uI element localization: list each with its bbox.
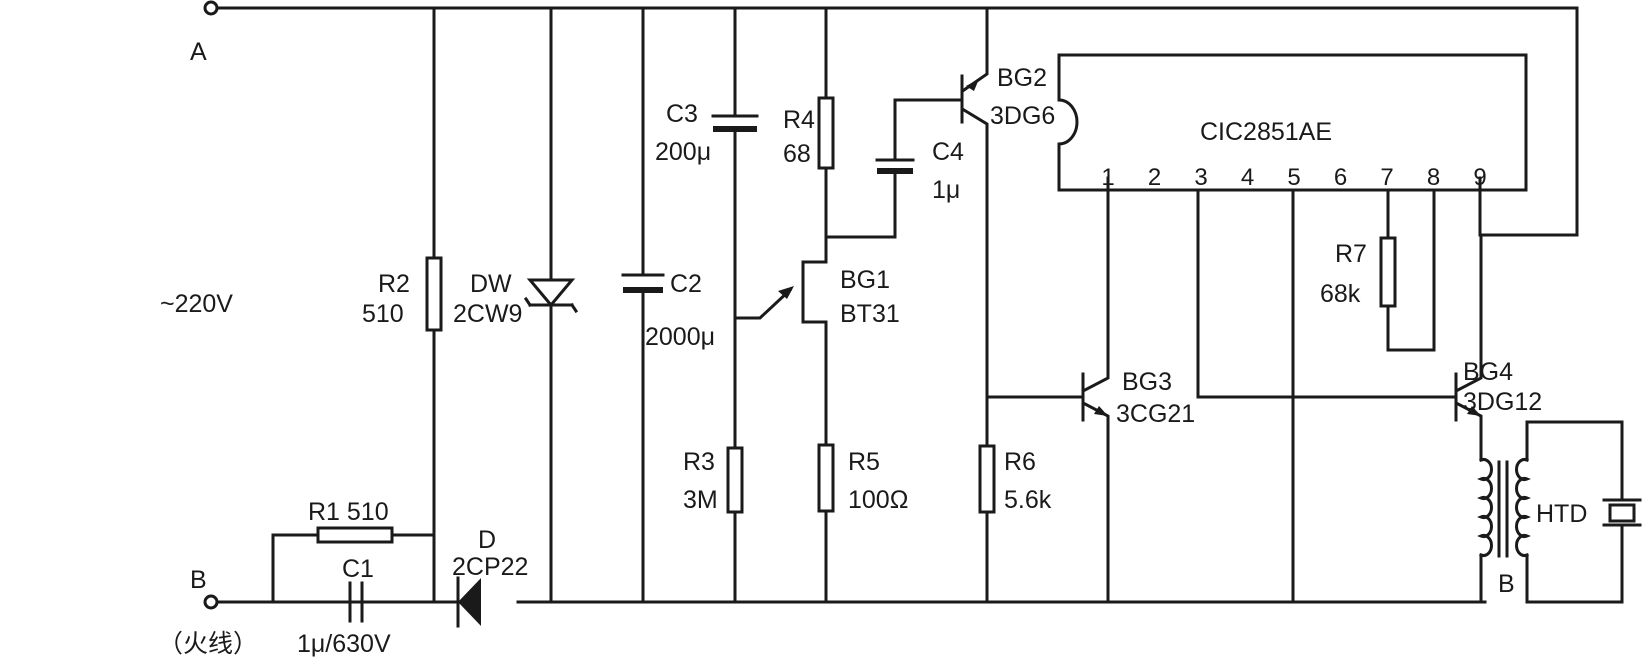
r3-name-label: R3	[683, 448, 715, 476]
r7-value-label: 68k	[1320, 280, 1361, 308]
c1-name-label: C1	[342, 555, 374, 583]
r4-value-label: 68	[783, 140, 811, 168]
bg2-value-label: 3DG6	[990, 102, 1055, 130]
r2-name-label: R2	[378, 270, 410, 298]
r5-resistor	[817, 443, 835, 513]
transformer-label: B	[1498, 570, 1515, 598]
bg2-name-label: BG2	[997, 64, 1047, 92]
c2-value-label: 2000μ	[645, 323, 715, 351]
supply-label: ~220V	[160, 290, 233, 318]
ic-pin-1-label: 1	[1101, 164, 1114, 191]
htd-label: HTD	[1536, 500, 1587, 528]
terminal-a-label: A	[190, 38, 207, 66]
r6-value-label: 5.6k	[1004, 486, 1052, 514]
r2-resistor	[425, 6, 443, 604]
diode-d	[456, 576, 481, 628]
top-rail	[203, 0, 1579, 237]
ic-pin-2-label: 2	[1148, 164, 1161, 191]
live-wire-label: （火线）	[158, 630, 258, 658]
c4-capacitor	[875, 98, 962, 207]
c2-name-label: C2	[670, 270, 702, 298]
labels: A B ~220V （火线） R1 510 C1 1μ/630V D 2CP22…	[158, 38, 1587, 658]
ic-pin-6-label: 6	[1334, 164, 1347, 191]
ic-pin-3-label: 3	[1194, 164, 1207, 191]
bg1-branch	[733, 6, 897, 604]
terminal-b-label: B	[190, 566, 207, 594]
r5-value-label: 100Ω	[848, 486, 908, 514]
ic-pin-8-label: 8	[1427, 164, 1440, 191]
ic-pin-7-label: 7	[1380, 164, 1393, 191]
r7-resistor	[1379, 188, 1436, 352]
transformer-b	[1477, 420, 1624, 604]
r5-name-label: R5	[848, 448, 880, 476]
d-name-label: D	[478, 526, 496, 554]
bg3-transistor	[985, 176, 1110, 604]
r1-c1-network	[271, 526, 436, 623]
dw-value-label: 2CW9	[453, 300, 522, 328]
ic-name-label: CIC2851AE	[1200, 118, 1332, 146]
pin3-wire	[1196, 188, 1458, 399]
r3-resistor	[726, 446, 744, 514]
d-value-label: 2CP22	[452, 553, 528, 581]
ic-pin-labels: 1 2 3 4 5 6 7 8 9	[1101, 164, 1486, 191]
zener-dw	[523, 6, 579, 604]
c2-capacitor	[621, 6, 665, 604]
htd-buzzer	[1602, 498, 1642, 527]
bg2-transistor	[960, 6, 989, 448]
r6-resistor	[978, 444, 996, 604]
c4-value-label: 1μ	[932, 176, 960, 204]
dw-name-label: DW	[470, 270, 512, 298]
r4-resistor	[817, 96, 835, 170]
bg4-name-label: BG4	[1463, 358, 1513, 386]
bg4-transistor	[1454, 233, 1483, 462]
c3-name-label: C3	[666, 100, 698, 128]
c3-value-label: 200μ	[655, 138, 711, 166]
ic-cic2851ae	[1057, 53, 1528, 192]
bg1-value-label: BT31	[840, 300, 900, 328]
c3-r3-branch	[711, 6, 759, 604]
r7-name-label: R7	[1335, 240, 1367, 268]
ic-pin-4-label: 4	[1241, 164, 1254, 191]
r1-label: R1 510	[308, 498, 389, 526]
r2-value-label: 510	[362, 300, 404, 328]
bg3-name-label: BG3	[1122, 368, 1172, 396]
r4-name-label: R4	[783, 106, 815, 134]
ic-pin-5-label: 5	[1287, 164, 1300, 191]
bg3-value-label: 3CG21	[1116, 400, 1195, 428]
r1-resistor	[316, 526, 394, 544]
c4-name-label: C4	[932, 138, 964, 166]
r3-value-label: 3M	[683, 486, 718, 514]
r6-name-label: R6	[1004, 448, 1036, 476]
c1-value-label: 1μ/630V	[297, 630, 391, 658]
bg4-value-label: 3DG12	[1463, 388, 1542, 416]
ic-pin-9-label: 9	[1473, 164, 1486, 191]
bg1-name-label: BG1	[840, 266, 890, 294]
